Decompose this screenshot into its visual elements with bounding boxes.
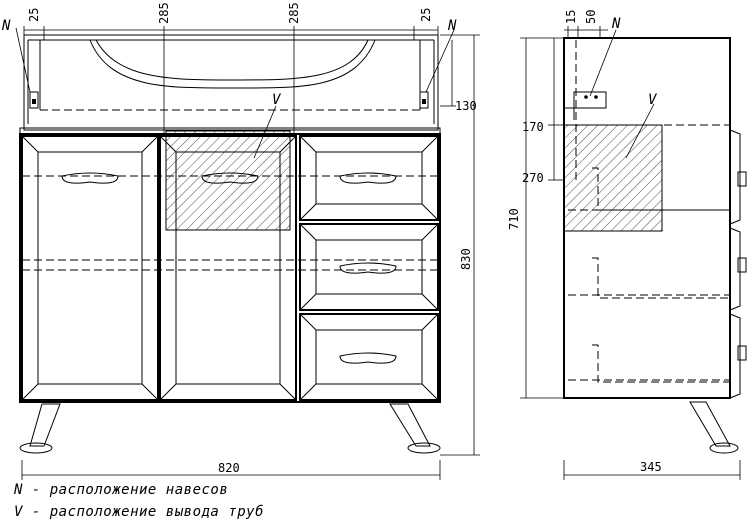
dim-front-top-mid-left: 285: [157, 2, 171, 24]
marker-pipe-front: V: [272, 92, 282, 108]
pipe-outlet-front: [165, 130, 291, 231]
front-view: [15, 26, 480, 480]
drawer-middle: [299, 223, 439, 311]
legend-hinges: N - расположение навесов: [14, 482, 229, 498]
dim-side-width: 345: [640, 460, 662, 474]
dim-side-top-a: 15: [564, 10, 578, 24]
drawer-bottom: [299, 313, 439, 401]
legend-pipes: V - расположение вывода труб: [14, 504, 265, 520]
pipe-outlet-side: [563, 124, 663, 232]
left-door: [21, 135, 159, 401]
dim-front-top-right: 25: [419, 8, 433, 22]
dim-front-height: 830: [459, 248, 473, 270]
dim-side-height: 710: [507, 208, 521, 230]
side-view: [520, 26, 747, 480]
marker-hinge-front-right: N: [447, 18, 457, 34]
dim-side-top-b: 50: [584, 10, 598, 24]
leg-right: [389, 403, 441, 454]
leg-left: [19, 403, 61, 454]
hinge-left: [29, 91, 39, 109]
marker-hinge-front-left: N: [1, 18, 11, 34]
marker-hinge-side: N: [611, 16, 621, 32]
dim-front-top-left: 25: [27, 8, 41, 22]
dim-front-width: 820: [218, 461, 240, 475]
dim-front-top-mid-right: 285: [287, 2, 301, 24]
drawer-top: [299, 135, 439, 221]
hinge-right: [419, 91, 429, 109]
dim-side-left-a: 170: [522, 120, 544, 134]
marker-pipe-side: V: [648, 92, 658, 108]
dim-front-right-small: 130: [455, 99, 477, 113]
dim-side-left-b: 270: [522, 171, 544, 185]
